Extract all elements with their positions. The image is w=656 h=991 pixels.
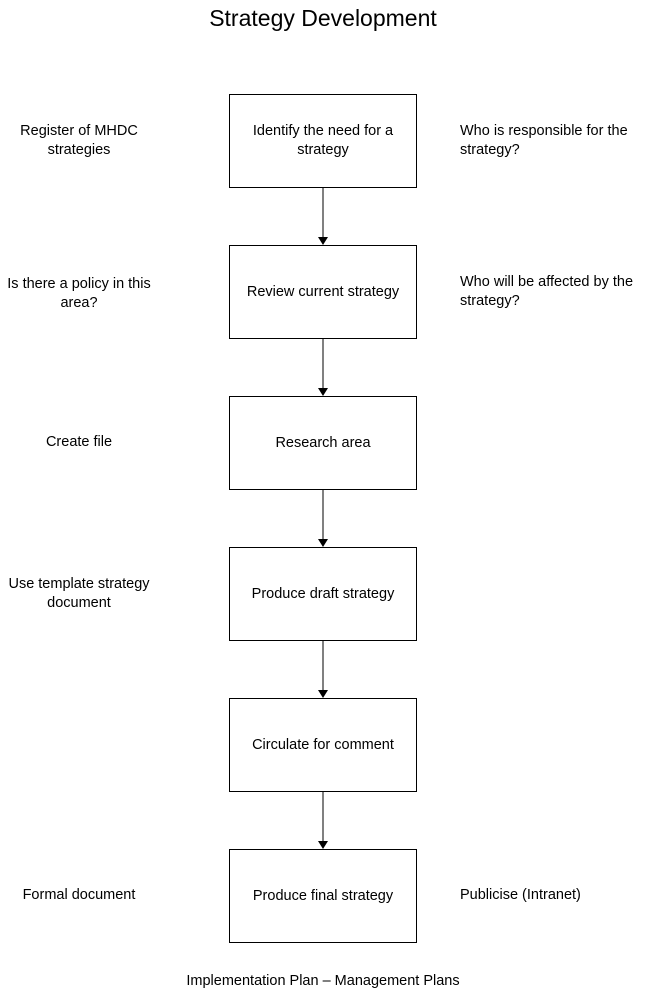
right-note-responsible: Who is responsible for the strategy? (460, 122, 656, 160)
note-line: Is there a policy in this (7, 276, 151, 292)
step-identify-need-box: Identify the need for a strategy (229, 94, 417, 188)
left-note-create-file: Create file (0, 433, 158, 452)
step-produce-final-box: Produce final strategy (229, 849, 417, 943)
step-label-line: strategy (297, 142, 349, 158)
left-note-register: Register of MHDC strategies (0, 122, 158, 160)
diagram-title: Strategy Development (209, 5, 437, 31)
note-line: Register of MHDC (20, 123, 138, 139)
left-note-formal-document: Formal document (0, 886, 158, 905)
right-note-affected: Who will be affected by the strategy? (460, 273, 656, 311)
step-label-line: Produce draft strategy (251, 585, 395, 602)
left-note-template: Use template strategy document (0, 575, 158, 613)
step-review-current-box: Review current strategy (229, 245, 417, 339)
left-note-policy: Is there a policy in this area? (0, 275, 158, 313)
note-line: Who is responsible for the (460, 123, 628, 139)
note-line: strategies (47, 142, 111, 158)
note-line: strategy? (460, 142, 520, 158)
note-line: strategy? (460, 293, 520, 309)
note-line: Formal document (22, 887, 136, 903)
note-line: Use template strategy (8, 576, 150, 592)
step-produce-draft-box: Produce draft strategy (229, 547, 417, 641)
note-line: area? (60, 295, 98, 311)
step-label-line: Identify the need for a (252, 123, 394, 139)
footer-caption: Implementation Plan – Management Plans (186, 973, 460, 989)
note-line: Create file (45, 434, 113, 450)
step-label-line: Produce final strategy (252, 887, 394, 904)
note-line: Who will be affected by the (460, 274, 634, 290)
note-line: Publicise (Intranet) (460, 887, 581, 903)
step-label-line: Research area (275, 434, 371, 451)
note-line: document (47, 595, 111, 611)
right-note-publicise: Publicise (Intranet) (460, 886, 656, 905)
step-circulate-box: Circulate for comment (229, 698, 417, 792)
step-label-line: Review current strategy (246, 283, 400, 300)
step-label-line: Circulate for comment (252, 736, 394, 753)
step-research-area-box: Research area (229, 396, 417, 490)
